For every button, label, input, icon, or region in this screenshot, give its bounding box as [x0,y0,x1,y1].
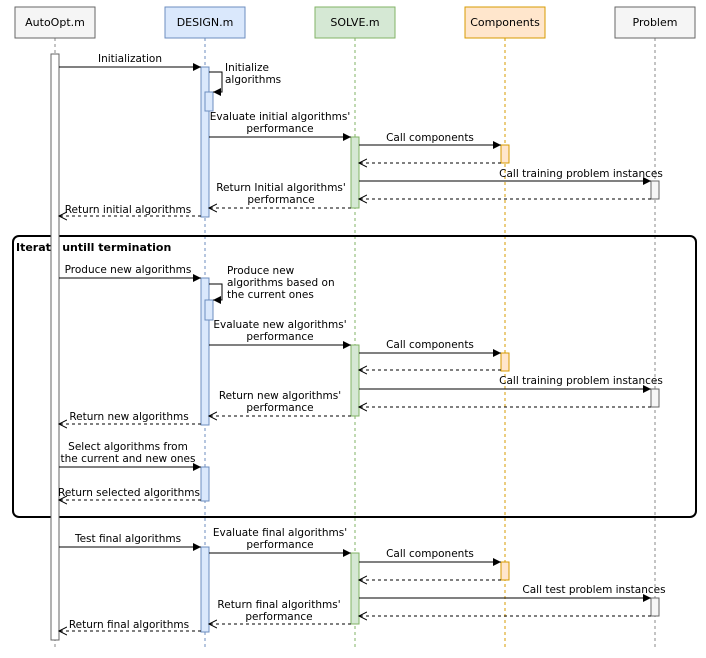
design-activation-4 [200,546,210,633]
participant-design: DESIGN.m [164,6,246,39]
solve-activation-1 [350,136,360,209]
msg-test-final: Test final algorithms [59,533,201,551]
msg-return-final-algorithms: Return final algorithms [59,619,201,631]
svg-text:algorithms based on: algorithms based on [227,277,335,289]
design-activation-3 [200,466,210,502]
problem-activation-2 [650,388,660,408]
svg-text:performance: performance [245,611,312,623]
svg-text:Return Initial algorithms': Return Initial algorithms' [216,182,346,194]
svg-text:Test final algorithms: Test final algorithms [74,533,181,545]
svg-text:Return new algorithms': Return new algorithms' [219,390,341,402]
msg-call-test: Call test problem instances [359,584,666,602]
participant-label: DESIGN.m [177,16,234,29]
svg-text:Evaluate initial algorithms': Evaluate initial algorithms' [210,111,350,123]
msg-initialize-algorithms-self: Initialize algorithms [209,62,281,96]
svg-text:Call components: Call components [386,132,474,144]
svg-text:performance: performance [246,123,313,135]
svg-text:Call training problem instance: Call training problem instances [499,168,663,180]
participant-label: Components [470,16,540,29]
svg-text:Initialization: Initialization [98,53,162,65]
participant-label: AutoOpt.m [25,16,85,29]
svg-text:Produce new: Produce new [227,265,295,277]
components-activation-1 [500,144,510,164]
svg-text:Call training problem instance: Call training problem instances [499,375,663,387]
svg-text:Return final algorithms: Return final algorithms [69,619,189,631]
msg-select-algorithms: Select algorithms from the current and n… [59,441,201,471]
svg-text:performance: performance [246,402,313,414]
msg-call-components-2: Call components [359,339,501,357]
components-activation-3 [500,561,510,581]
msg-produce-new: Produce new algorithms [59,264,201,282]
svg-text:Call components: Call components [386,548,474,560]
msg-return-new-performance: Return new algorithms' performance [209,390,351,416]
design-activation-2 [200,277,210,426]
svg-text:algorithms: algorithms [225,74,281,86]
design-activation-2-self [204,299,214,321]
msg-call-components-3: Call components [359,548,501,566]
msg-return-new-algorithms: Return new algorithms [59,411,201,424]
svg-text:the current and new ones: the current and new ones [61,453,196,465]
solve-activation-3 [350,552,360,625]
autoopt-activation [50,53,60,641]
msg-return-selected: Return selected algorithms [58,487,201,500]
msg-return-final-performance: Return final algorithms' performance [209,599,351,624]
msg-call-training-1: Call training problem instances [359,168,663,185]
msg-initialization: Initialization [59,53,201,71]
msg-evaluate-new: Evaluate new algorithms' performance [209,319,351,349]
participant-components: Components [464,6,546,39]
svg-text:Initialize: Initialize [225,62,269,74]
svg-text:the current ones: the current ones [227,289,314,301]
design-activation-1 [200,66,210,218]
solve-activation-2 [350,344,360,417]
svg-text:Produce new algorithms: Produce new algorithms [65,264,192,276]
svg-text:Evaluate new algorithms': Evaluate new algorithms' [213,319,346,331]
participant-solve: SOLVE.m [314,6,396,39]
msg-call-training-2: Call training problem instances [359,375,663,393]
participant-autoopt: AutoOpt.m [14,6,96,39]
msg-evaluate-final: Evaluate final algorithms' performance [209,527,351,557]
msg-return-initial-algorithms: Return initial algorithms [59,204,201,216]
svg-text:Call test problem instances: Call test problem instances [522,584,665,596]
design-activation-1-self [204,91,214,112]
participant-problem: Problem [614,6,696,39]
loop-title: Iterate untill termination [16,241,171,254]
svg-text:Call components: Call components [386,339,474,351]
svg-text:performance: performance [246,539,313,551]
participant-label: SOLVE.m [330,16,379,29]
problem-activation-3 [650,597,660,617]
svg-text:Return new algorithms: Return new algorithms [69,411,188,423]
svg-text:performance: performance [246,331,313,343]
svg-text:performance: performance [247,194,314,206]
msg-evaluate-initial: Evaluate initial algorithms' performance [209,111,351,141]
svg-text:Evaluate final algorithms': Evaluate final algorithms' [213,527,347,539]
msg-call-components-1: Call components [359,132,501,149]
components-activation-2 [500,352,510,372]
problem-activation-1 [650,180,660,200]
msg-produce-new-self: Produce new algorithms based on the curr… [209,265,335,304]
svg-text:Return initial algorithms: Return initial algorithms [65,204,192,216]
svg-text:Return final algorithms': Return final algorithms' [217,599,340,611]
svg-text:Return selected algorithms: Return selected algorithms [58,487,200,499]
msg-return-initial-performance: Return Initial algorithms' performance [209,182,351,208]
participant-label: Problem [633,16,678,29]
svg-text:Select algorithms from: Select algorithms from [68,441,188,453]
